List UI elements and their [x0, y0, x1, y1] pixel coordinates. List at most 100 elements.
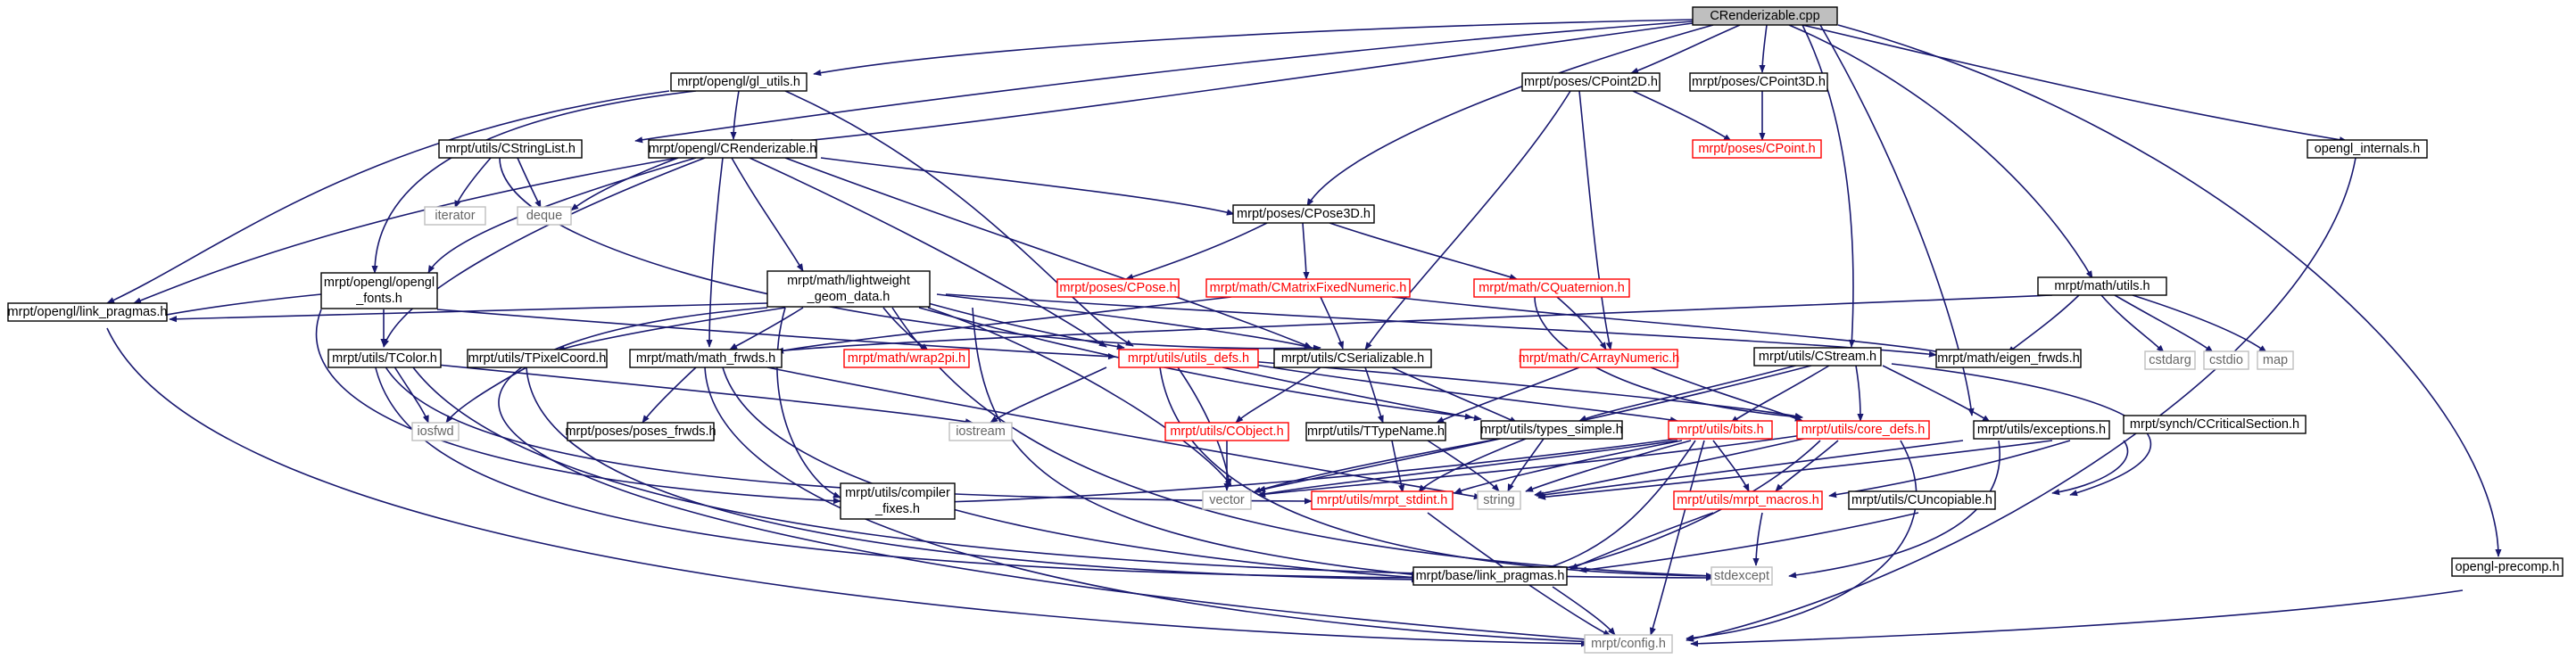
edge-crenderizable-cpose3d — [820, 157, 1235, 216]
edge-carraynumeric-ttypename — [1436, 367, 1580, 424]
edge-bits-mrpt_stdint — [1454, 440, 1683, 494]
node-exceptions[interactable]: mrpt/utils/exceptions.h — [1973, 420, 2110, 440]
edge-bits-mrpt_macros — [1712, 440, 1750, 492]
edge-math_utils-cstdio — [2114, 294, 2214, 353]
node-compiler-fixes[interactable]: mrpt/utils/compiler_fixes.h — [840, 482, 956, 520]
node-cpoint2d[interactable]: mrpt/poses/CPoint2D.h — [1521, 72, 1661, 92]
node-label: mrpt/config.h — [1591, 637, 1666, 651]
edge-root-ccriticalsection — [1819, 24, 1975, 416]
node-opengl-internals[interactable]: opengl_internals.h — [2307, 139, 2428, 159]
node-opengl-fonts[interactable]: mrpt/opengl/opengl _fonts.h — [320, 272, 438, 309]
node-iosfwd[interactable]: iosfwd — [411, 422, 460, 441]
node-math-frwds[interactable]: mrpt/math/math_frwds.h — [629, 349, 783, 368]
node-label-line2: _fonts.h — [355, 292, 402, 306]
node-gl-utils[interactable]: mrpt/opengl/gl_utils.h — [670, 72, 808, 92]
node-label: opengl_internals.h — [2315, 142, 2421, 156]
node-cquaternion[interactable]: mrpt/math/CQuaternion.h — [1473, 278, 1630, 298]
edge-root-cstream — [1802, 24, 1856, 348]
edge-cpose3d-cquaternion — [1329, 222, 1518, 280]
node-eigen-frwds[interactable]: mrpt/math/eigen_frwds.h — [1935, 349, 2082, 368]
edge-root-opengl_precomp — [1837, 24, 2502, 557]
node-label: mrpt/utils/CSerializable.h — [1281, 351, 1424, 366]
node-label: mrpt/math/math_frwds.h — [636, 351, 775, 366]
node-label: mrpt/synch/CCriticalSection.h — [2130, 417, 2299, 432]
node-cmatrixfixed[interactable]: mrpt/math/CMatrixFixedNumeric.h — [1205, 278, 1411, 298]
node-label: mrpt/poses/CPoint3D.h — [1692, 75, 1826, 89]
node-cstdarg[interactable]: cstdarg — [2144, 350, 2196, 370]
edge-cstream-types_simple — [1578, 363, 1803, 422]
node-map[interactable]: map — [2257, 350, 2294, 370]
node-cstream[interactable]: mrpt/utils/CStream.h — [1753, 347, 1882, 367]
node-label: mrpt/math/CQuaternion.h — [1479, 281, 1625, 295]
edge-root-math_utils — [1788, 24, 2093, 279]
node-label: mrpt/poses/CPoint2D.h — [1524, 75, 1658, 89]
node-tpixelcoord[interactable]: mrpt/utils/TPixelCoord.h — [467, 349, 608, 368]
node-cstdio[interactable]: cstdio — [2203, 350, 2249, 370]
node-string[interactable]: string — [1477, 490, 1521, 510]
edge-crenderizable-utils_defs — [749, 157, 1107, 348]
edge-math_frwds-string — [766, 367, 1482, 500]
node-cobject[interactable]: mrpt/utils/CObject.h — [1164, 422, 1289, 441]
edge-utils_defs-iostream — [990, 367, 1107, 424]
edge-crenderizable-math_frwds — [706, 157, 724, 348]
node-crenderizable[interactable]: mrpt/opengl/CRenderizable.h — [648, 139, 817, 159]
edge-tcolor-mrpt_stdint — [383, 363, 1313, 505]
node-root[interactable]: CRenderizable.cpp — [1692, 6, 1838, 26]
node-math-utils[interactable]: mrpt/math/utils.h — [2037, 276, 2167, 296]
edge-ccriticalsection-string — [1537, 440, 2053, 500]
node-label: mrpt/utils/TTypeName.h — [1307, 424, 1445, 439]
edge-carraynumeric-core_defs — [1650, 367, 1803, 422]
node-carraynumeric[interactable]: mrpt/math/CArrayNumeric.h — [1519, 349, 1679, 368]
node-tcolor[interactable]: mrpt/utils/TColor.h — [327, 349, 442, 368]
node-label: mrpt/utils/CUncopiable.h — [1851, 493, 1992, 507]
node-core-defs[interactable]: mrpt/utils/core_defs.h — [1796, 420, 1930, 440]
node-opengl-precomp[interactable]: opengl-precomp.h — [2451, 557, 2564, 577]
node-deque[interactable]: deque — [517, 206, 572, 226]
edge-types_simple-vector — [1253, 438, 1500, 493]
node-cstringlist[interactable]: mrpt/utils/CStringList.h — [438, 139, 583, 159]
node-cpoint[interactable]: mrpt/poses/CPoint.h — [1692, 139, 1822, 159]
edge-lightweight-utils_defs — [927, 302, 1125, 350]
node-iostream[interactable]: iostream — [948, 422, 1013, 441]
edge-core_defs-mrpt_macros — [1775, 440, 1839, 492]
node-utils-defs[interactable]: mrpt/utils/utils_defs.h — [1118, 349, 1259, 368]
node-cpoint3d[interactable]: mrpt/poses/CPoint3D.h — [1689, 72, 1828, 92]
node-cpose3d[interactable]: mrpt/poses/CPose3D.h — [1232, 204, 1375, 224]
node-vector[interactable]: vector — [1202, 490, 1252, 510]
node-label: mrpt/utils/CStream.h — [1759, 350, 1876, 364]
graph-nodes: CRenderizable.cpp mrpt/opengl/gl_utils.h… — [7, 6, 2564, 654]
node-stdexcept[interactable]: stdexcept — [1710, 566, 1773, 586]
node-label-line1: mrpt/math/lightweight — [787, 274, 910, 288]
node-cpose[interactable]: mrpt/poses/CPose.h — [1056, 278, 1180, 298]
node-label: mrpt/math/CMatrixFixedNumeric.h — [1210, 281, 1407, 295]
node-mrpt-macros[interactable]: mrpt/utils/mrpt_macros.h — [1673, 490, 1823, 510]
node-cserializable[interactable]: mrpt/utils/CSerializable.h — [1273, 349, 1432, 368]
node-cuncopiable[interactable]: mrpt/utils/CUncopiable.h — [1848, 490, 1996, 510]
node-link-pragmas-base[interactable]: mrpt/base/link_pragmas.h — [1412, 566, 1568, 586]
node-lightweight-geom-data[interactable]: mrpt/math/lightweight_geom_data.h — [766, 270, 931, 308]
node-wrap2pi[interactable]: mrpt/math/wrap2pi.h — [843, 349, 970, 368]
node-poses-frwds[interactable]: mrpt/poses/poses_frwds.h — [565, 422, 716, 441]
node-label-line1: mrpt/opengl/opengl — [324, 276, 435, 290]
edge-mrpt_stdint-config — [1427, 512, 1611, 637]
edge-tpixelcoord-link_pragmas_base — [526, 367, 1420, 583]
node-types-simple[interactable]: mrpt/utils/types_simple.h — [1480, 420, 1623, 440]
node-mrpt-stdint[interactable]: mrpt/utils/mrpt_stdint.h — [1311, 490, 1454, 510]
node-link-pragmas-gl[interactable]: mrpt/opengl/link_pragmas.h — [7, 302, 168, 322]
node-label: iterator — [435, 209, 475, 223]
node-bits[interactable]: mrpt/utils/bits.h — [1668, 420, 1773, 440]
node-iterator[interactable]: iterator — [424, 206, 486, 226]
edge-cstream-core_defs — [1855, 365, 1864, 422]
edge-cpoint2d-carraynumeric — [1578, 90, 1612, 350]
node-label: CRenderizable.cpp — [1710, 9, 1819, 23]
node-label: mrpt/utils/CObject.h — [1170, 424, 1283, 439]
node-ccriticalsection[interactable]: mrpt/synch/CCriticalSection.h — [2123, 415, 2307, 434]
node-ttypename[interactable]: mrpt/utils/TTypeName.h — [1305, 422, 1446, 441]
node-config[interactable]: mrpt/config.h — [1584, 634, 1673, 654]
edge-bits-string — [1525, 440, 1692, 492]
edge-ccriticalsection-mrpt_macros — [1828, 440, 2071, 498]
edge-cstringlist-deque — [517, 157, 542, 209]
edge-root-cpoint3d — [1759, 24, 1768, 73]
edge-math_frwds-config — [704, 367, 1598, 646]
edge-tcolor-stdexcept — [410, 363, 1714, 581]
